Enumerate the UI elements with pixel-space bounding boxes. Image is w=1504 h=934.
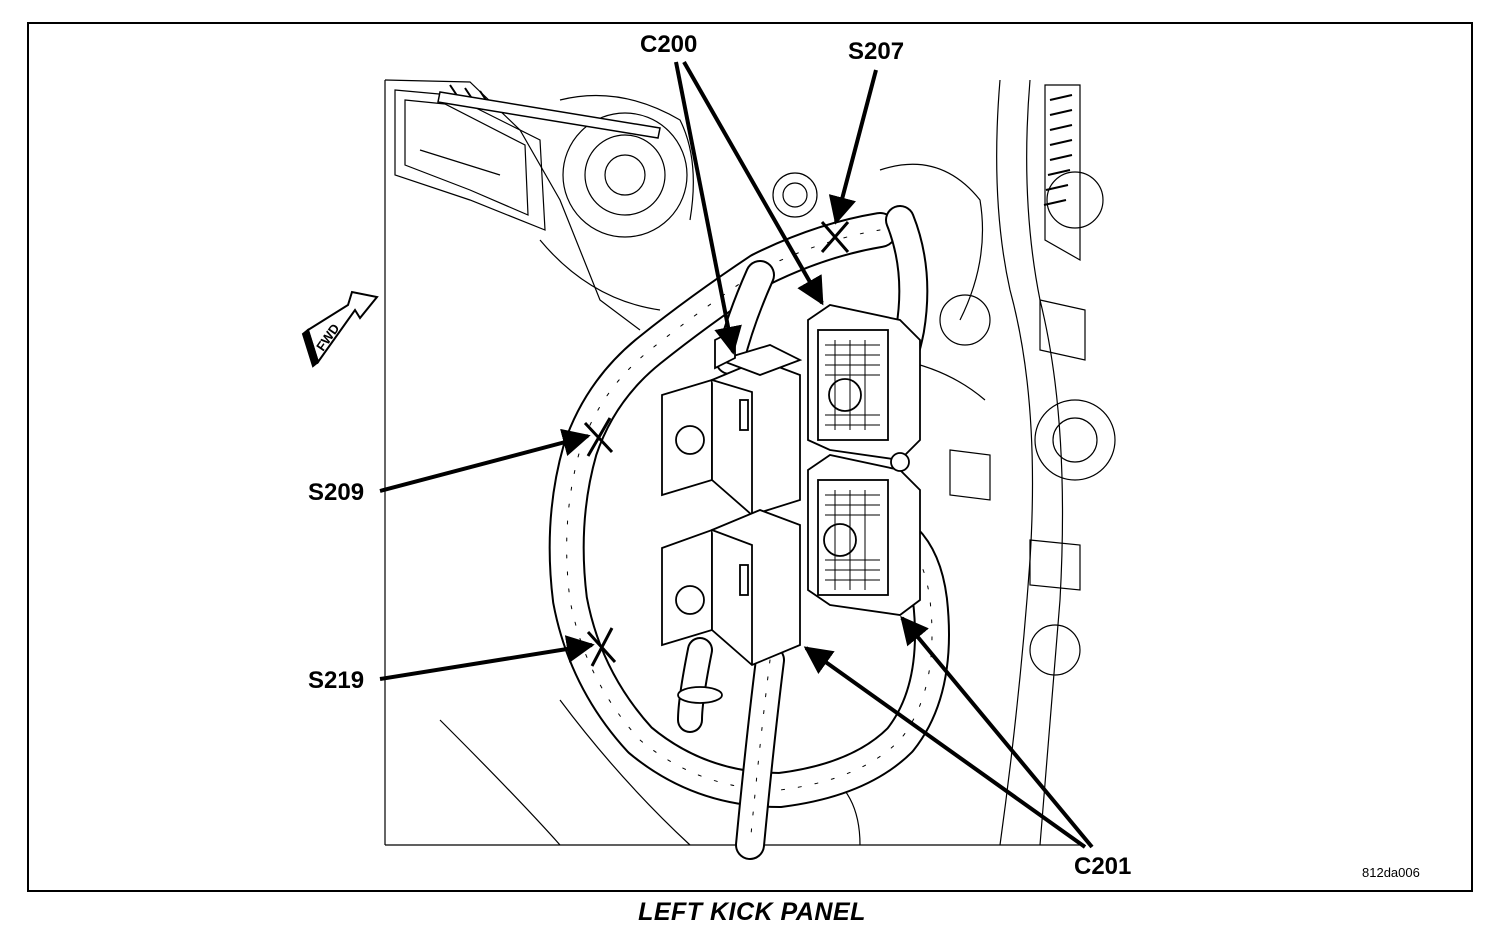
connector-c201	[807, 304, 921, 616]
callout-s207: S207	[848, 38, 905, 65]
leader-c200-a	[674, 61, 742, 355]
leader-c200-b	[682, 61, 824, 306]
callout-s209: S209	[308, 479, 365, 506]
leader-c201-a	[803, 646, 1087, 849]
figure-frame	[27, 22, 1473, 892]
body-structure	[384, 79, 1116, 846]
vent-hatching	[449, 84, 1073, 206]
leader-s219	[379, 635, 595, 681]
cable-rod	[437, 91, 661, 139]
splice-marks	[583, 221, 850, 667]
callout-c200: C200	[640, 31, 698, 58]
fwd-arrow-icon	[301, 290, 379, 368]
callout-c201: C201	[1074, 853, 1132, 880]
figure-id: 812da006	[1362, 865, 1420, 880]
leader-s207	[828, 69, 878, 225]
leader-lines	[379, 61, 1094, 849]
figure-caption: LEFT KICK PANEL	[638, 898, 866, 926]
connector-c200	[661, 328, 803, 704]
connector-pin-grid	[825, 340, 880, 590]
wiring-harness	[548, 205, 950, 860]
leader-s209	[379, 428, 591, 493]
callout-s219: S219	[308, 667, 365, 694]
leader-c201-b	[900, 615, 1094, 849]
